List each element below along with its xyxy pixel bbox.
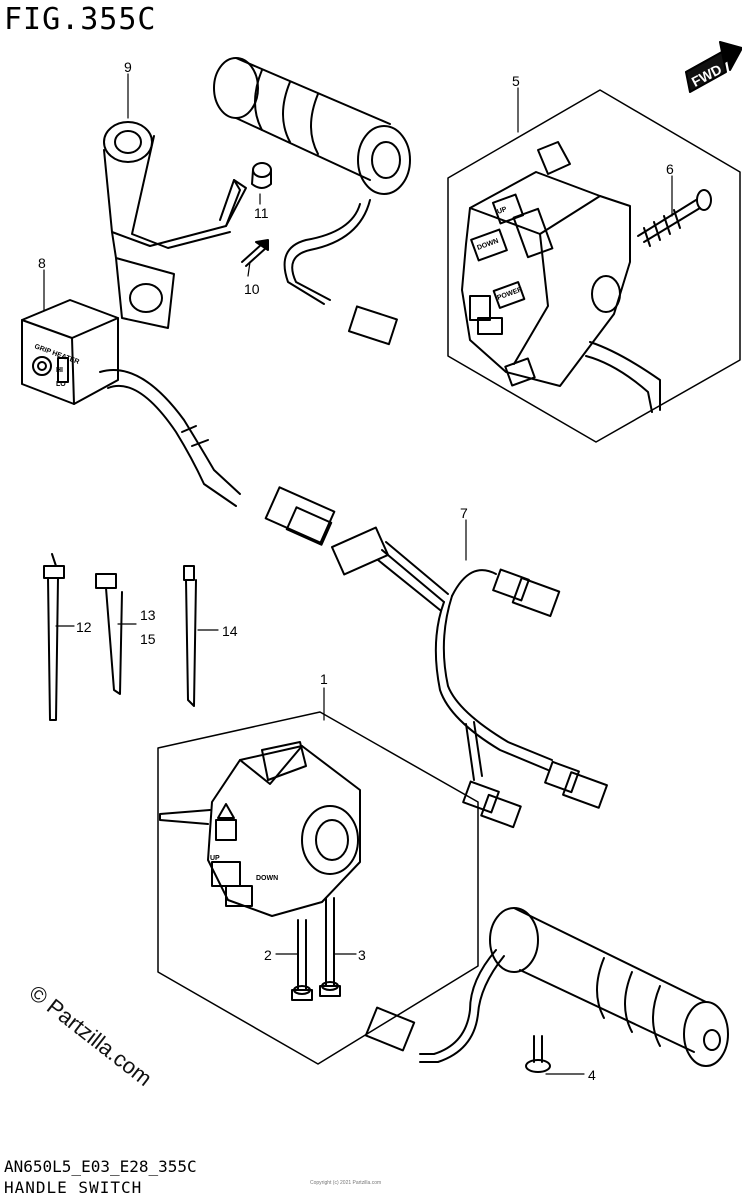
leader-lines — [43, 73, 673, 1075]
part-7-wire-harness — [434, 568, 608, 829]
switch-text-lo: LO — [56, 381, 66, 388]
part-6-screw — [637, 189, 712, 247]
copyright-small-print: Copyright (c) 2021 Partzilla.com — [310, 1180, 382, 1186]
part-5-right-handle-switch — [461, 141, 661, 413]
switch-text-up: UP — [496, 206, 508, 216]
label-10: 10 — [244, 281, 260, 297]
part-10-screw — [241, 239, 269, 267]
heated-grip-right — [213, 57, 411, 346]
switch-text-down: DOWN — [476, 238, 499, 252]
model-code: AN650L5_E03_E28_355C — [4, 1157, 197, 1176]
part-3-bolt — [319, 897, 341, 997]
part-2-bolt — [291, 919, 313, 1001]
part-4-screw — [525, 1035, 551, 1073]
part-13-clamp — [95, 573, 123, 695]
switch-text-left-up: UP — [210, 855, 220, 862]
connector-pair — [264, 486, 449, 611]
label-1: 1 — [320, 671, 328, 687]
part-1-box — [157, 711, 479, 1065]
label-3: 3 — [358, 947, 366, 963]
label-15: 15 — [140, 631, 156, 647]
label-4: 4 — [588, 1067, 596, 1083]
part-12-cable-tie — [43, 553, 65, 721]
fwd-arrow-icon: FWD — [685, 41, 742, 93]
part-5-box — [447, 89, 741, 443]
part-11-collar — [251, 162, 272, 189]
label-13: 13 — [140, 607, 156, 623]
label-6: 6 — [666, 161, 674, 177]
label-9: 9 — [124, 59, 132, 75]
label-7: 7 — [460, 505, 468, 521]
figure-title: FIG.355C — [4, 2, 157, 37]
switch-text-hi: HI — [56, 367, 63, 374]
switch-text-left-down: DOWN — [256, 875, 278, 882]
label-11: 11 — [254, 205, 269, 221]
label-8: 8 — [38, 255, 46, 271]
label-2: 2 — [264, 947, 272, 963]
part-8-grip-heater-switch — [21, 299, 241, 507]
section-name: HANDLE SWITCH — [4, 1178, 143, 1197]
label-12: 12 — [76, 619, 92, 635]
part-1-left-handle-switch — [159, 741, 361, 917]
label-5: 5 — [512, 73, 520, 89]
part-9-bracket — [103, 121, 247, 329]
part-14-cable-tie — [183, 565, 197, 707]
label-14: 14 — [222, 623, 238, 639]
heated-grip-left — [364, 907, 729, 1067]
